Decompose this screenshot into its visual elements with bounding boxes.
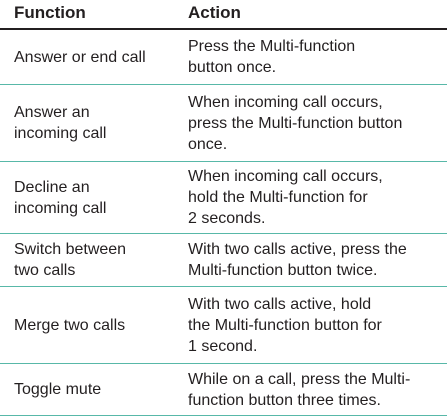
- table-row: Decline an incoming call When incoming c…: [0, 162, 447, 234]
- row-action: With two calls active, press the Multi-f…: [188, 241, 407, 279]
- row-function: Answer or end call: [14, 48, 146, 66]
- row-function: Answer an incoming call: [14, 104, 107, 142]
- row-action: Press the Multi-function button once.: [188, 38, 356, 76]
- row-function: Merge two calls: [14, 316, 126, 334]
- row-action: While on a call, press the Multi- functi…: [188, 370, 411, 409]
- table-row: Answer or end call Press the Multi-funct…: [0, 30, 447, 85]
- row-action: With two calls active, hold the Multi-fu…: [188, 295, 382, 355]
- header-function: Function: [14, 3, 86, 22]
- table-header: Function Action: [0, 0, 447, 30]
- table-row: Toggle mute While on a call, press the M…: [0, 364, 447, 416]
- row-action: When incoming call occurs, press the Mul…: [188, 93, 403, 153]
- table-row: Merge two calls With two calls active, h…: [0, 287, 447, 364]
- row-function: Switch between two calls: [14, 241, 127, 279]
- table-row: Switch between two calls With two calls …: [0, 234, 447, 287]
- header-action: Action: [188, 3, 241, 22]
- table-row: Answer an incoming call When incoming ca…: [0, 85, 447, 162]
- row-function: Decline an incoming call: [14, 178, 107, 217]
- row-function: Toggle mute: [14, 381, 102, 398]
- row-action: When incoming call occurs, hold the Mult…: [188, 168, 383, 227]
